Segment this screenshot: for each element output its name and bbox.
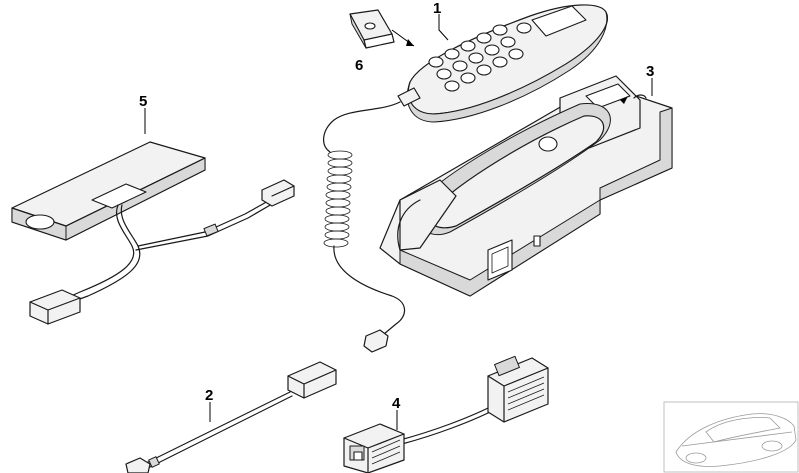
part-5-antenna-module[interactable] <box>11 141 295 325</box>
callout-3: 3 <box>646 63 654 80</box>
callout-5: 5 <box>139 93 147 110</box>
part-4-adapter-harness[interactable] <box>343 355 549 473</box>
part-2-cable[interactable] <box>125 361 337 473</box>
callout-1: 1 <box>433 0 441 17</box>
callout-2: 2 <box>205 387 213 404</box>
callout-6: 6 <box>355 57 363 74</box>
leader-lines <box>144 14 653 430</box>
keypad <box>428 22 532 92</box>
part-6-clip[interactable] <box>349 9 415 49</box>
callout-4: 4 <box>392 395 401 412</box>
coiled-cord <box>323 150 353 248</box>
part-3-cradle[interactable] <box>379 75 673 297</box>
vehicle-thumbnail <box>663 401 799 473</box>
part-1-handset[interactable] <box>323 4 608 353</box>
